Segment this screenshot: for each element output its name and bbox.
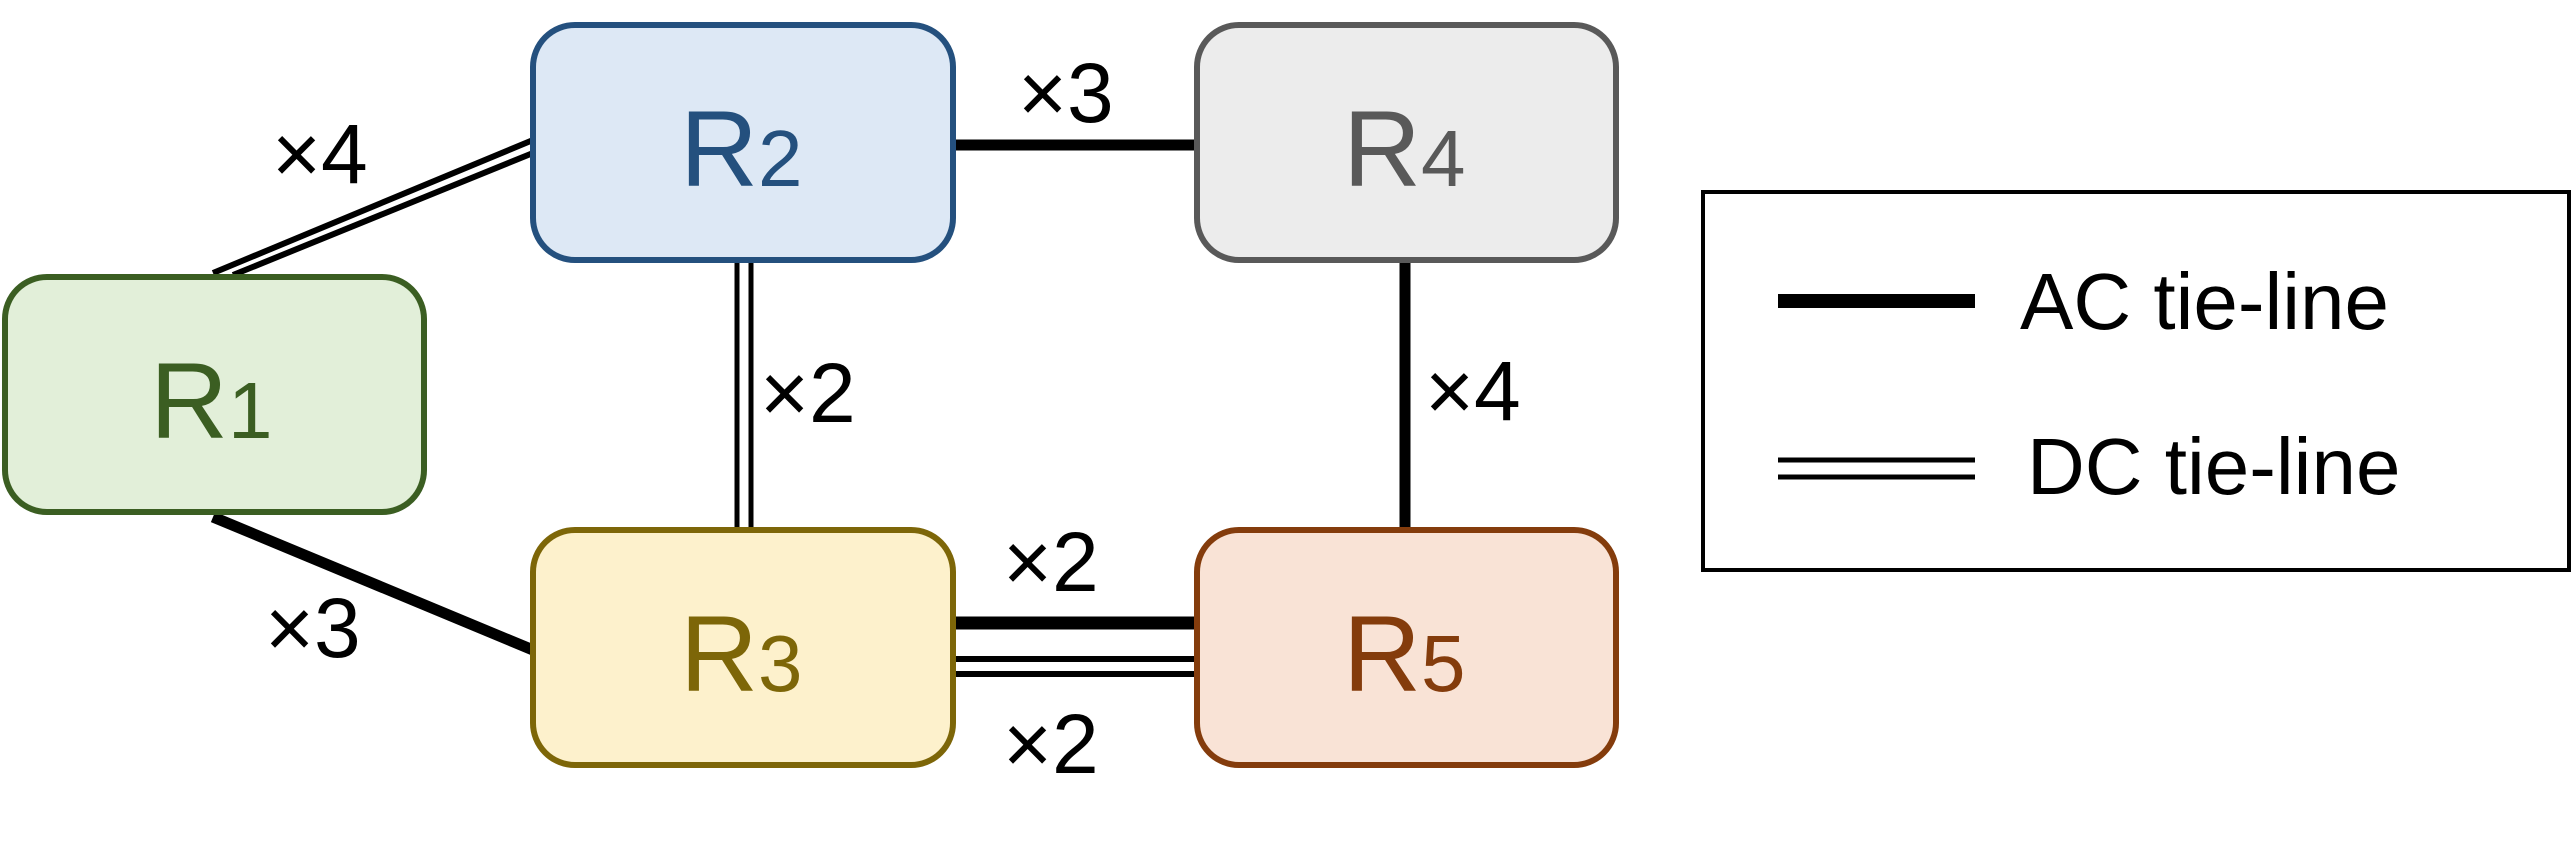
- link-r1-r3-ac: [210, 511, 536, 656]
- region-box: [1194, 22, 1619, 263]
- region-index: 1: [228, 366, 273, 455]
- mult-r4-r5: ×4: [1425, 344, 1521, 438]
- region-index: 3: [758, 619, 803, 708]
- region-box: [530, 22, 956, 263]
- mult-r2-r4: ×3: [1018, 46, 1114, 140]
- region-r3: R3: [530, 527, 956, 768]
- mult-r1-r2: ×4: [272, 107, 368, 201]
- region-letter: R: [680, 593, 758, 714]
- link-r2-r3-dc: [734, 260, 754, 530]
- link-r3-r5-dc: [953, 656, 1197, 677]
- region-r1: R1: [2, 274, 427, 515]
- legend-dc-label: DC tie-line: [2027, 422, 2400, 511]
- region-index: 5: [1421, 619, 1466, 708]
- svg-text:R2: R2: [680, 88, 803, 209]
- mult-r2-r3: ×2: [760, 346, 856, 440]
- svg-text:R4: R4: [1343, 88, 1466, 209]
- mult-r1-r3: ×3: [265, 581, 361, 675]
- region-letter: R: [680, 88, 758, 209]
- svg-text:R5: R5: [1343, 593, 1466, 714]
- link-r1-r2-dc: [211, 137, 535, 278]
- legend: AC tie-line DC tie-line: [1701, 190, 2571, 572]
- mult-r3-r5-dc: ×2: [1003, 697, 1099, 791]
- region-box: [1194, 527, 1619, 768]
- legend-ac-label: AC tie-line: [2020, 257, 2389, 346]
- mult-r3-r5-ac: ×2: [1003, 515, 1099, 609]
- region-r2: R2: [530, 22, 956, 263]
- region-index: 2: [758, 114, 803, 203]
- region-box: [2, 274, 427, 515]
- region-letter: R: [150, 340, 228, 461]
- region-r4: R4: [1194, 22, 1619, 263]
- legend-frame: [1701, 190, 2571, 572]
- region-index: 4: [1421, 114, 1466, 203]
- svg-text:R3: R3: [680, 593, 803, 714]
- region-letter: R: [1343, 593, 1421, 714]
- region-letter: R: [1343, 88, 1421, 209]
- region-r5: R5: [1194, 527, 1619, 768]
- svg-text:R1: R1: [150, 340, 273, 461]
- region-box: [530, 527, 956, 768]
